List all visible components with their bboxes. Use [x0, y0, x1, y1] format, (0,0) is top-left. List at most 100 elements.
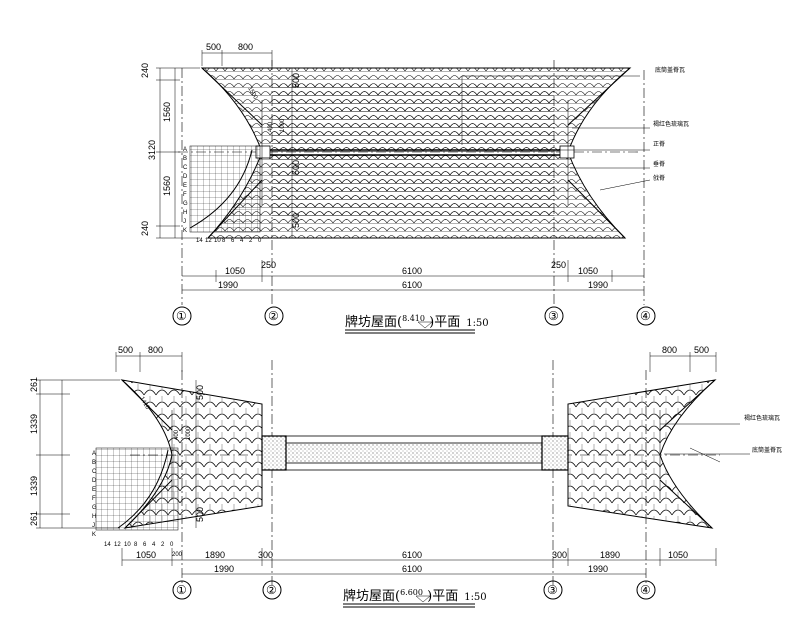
dim-b2-1890-right: 1890	[600, 550, 620, 560]
dim-bottom-1050-left: 1050	[225, 266, 245, 276]
layout-grid-2	[95, 447, 179, 531]
dim-b2-1890-left: 1890	[205, 550, 225, 560]
svg-text:10: 10	[214, 238, 221, 244]
svg-text:0: 0	[170, 542, 174, 548]
grid-col-labels-2: 14 12 10 8 6 4 2 0	[104, 542, 174, 548]
roof-plan-2: 500 800 800 500 1410 261 1339 1339 261 5…	[29, 345, 782, 608]
dim-left-1339-top: 1339	[29, 414, 39, 434]
central-beam	[285, 442, 543, 464]
axis-bubble-4	[636, 306, 656, 326]
label-glazed-tile: 褐红色琉璃瓦	[653, 120, 689, 128]
dim-b2-1050-right: 1050	[668, 550, 688, 560]
label-glazed-tile-2: 褐红色琉璃瓦	[744, 414, 780, 422]
dim-left-240-top: 240	[140, 63, 150, 78]
svg-text:12: 12	[205, 238, 212, 244]
layout-grid	[189, 145, 261, 233]
svg-text:A: A	[183, 147, 187, 153]
label-ridge-tile: 底筒盖脊瓦	[655, 66, 685, 74]
dim-bottom-1050-right: 1050	[578, 266, 598, 276]
grid-row-labels: A B C D E F G H J K	[183, 147, 188, 234]
dim-left-240-bottom: 240	[140, 221, 150, 236]
axis-label-4b: ④	[640, 583, 651, 597]
dim-left-261-top: 261	[29, 377, 39, 392]
label-ridge-tile-2: 底筒盖脊瓦	[752, 446, 782, 454]
grid-row-labels-2: A B C D E F G H J K	[92, 451, 97, 538]
dim-left-1339-bottom: 1339	[29, 476, 39, 496]
dim-top-2: 800	[238, 42, 253, 52]
svg-text:0: 0	[258, 238, 262, 244]
dim-inner-1000-2: 1000	[186, 426, 192, 440]
svg-text:10: 10	[124, 542, 131, 548]
svg-text:6: 6	[143, 542, 147, 548]
dim-b2-6100: 6100	[402, 550, 422, 560]
dim-bottom-6100-overall: 6100	[402, 280, 422, 290]
svg-text:12: 12	[114, 542, 121, 548]
svg-text:4: 4	[240, 238, 244, 244]
axis-bubble-1	[172, 306, 192, 326]
svg-text:H: H	[183, 210, 187, 216]
svg-text:8: 8	[134, 542, 138, 548]
svg-text:E: E	[183, 183, 187, 189]
svg-text:J: J	[92, 523, 95, 529]
dim-b2-200: 200	[172, 552, 183, 558]
dim-inner-500-mid: 500	[291, 160, 301, 175]
svg-text:2: 2	[161, 542, 165, 548]
axis-label-4: ④	[640, 309, 651, 323]
dim-b2-1990-right: 1990	[588, 564, 608, 574]
svg-text:4: 4	[152, 542, 156, 548]
svg-text:E: E	[92, 487, 96, 493]
dim-b2-300-left: 300	[258, 550, 273, 560]
axis-bubble-2	[264, 306, 284, 326]
dim-bottom-6100: 6100	[402, 266, 422, 276]
dim-left-1560-bottom: 1560	[162, 176, 172, 196]
dim-inner-1000: 1000	[280, 118, 286, 132]
svg-text:D: D	[92, 478, 97, 484]
dim-left-3120: 3120	[147, 140, 157, 160]
svg-text:C: C	[92, 469, 97, 475]
axis-bubble-3	[544, 306, 564, 326]
post-cap-right	[541, 435, 569, 471]
dim-top-left-800: 800	[148, 345, 163, 355]
dim-inner-500-bottom: 500	[291, 213, 301, 228]
dim-top-right-500: 500	[694, 345, 709, 355]
svg-text:8: 8	[222, 238, 226, 244]
grid-col-labels: 14 12 10 8 6 4 2 0	[196, 238, 262, 244]
svg-text:B: B	[92, 460, 96, 466]
svg-text:B: B	[183, 156, 187, 162]
label-hanging-ridge: 垂脊	[653, 160, 665, 168]
axis-label-2b: ②	[266, 583, 277, 597]
dim-top-1: 500	[206, 42, 221, 52]
axis-label-3b: ③	[547, 583, 558, 597]
svg-text:K: K	[92, 532, 96, 538]
svg-text:6: 6	[231, 238, 235, 244]
axis-bubble-3b	[543, 580, 563, 600]
dim-left-261-bottom: 261	[29, 511, 39, 526]
dim-inner-500-top: 500	[291, 73, 301, 88]
dim-top-left-500: 500	[118, 345, 133, 355]
post-cap-left	[261, 435, 287, 471]
svg-text:K: K	[183, 228, 187, 234]
axis-bubble-2b	[262, 580, 282, 600]
axis-label-1: ①	[176, 309, 187, 323]
dim-b2-1050-left: 1050	[136, 550, 156, 560]
svg-text:G: G	[92, 505, 97, 511]
axis-bubble-1b	[172, 580, 192, 600]
dim-inner-400-2: 400	[174, 429, 180, 440]
roof-plan-1: 500 800 1500 240 1560 3120 1560 240 500 …	[140, 42, 689, 334]
dim-inner-400: 400	[268, 121, 274, 132]
dim-inner-500-bottom-2: 500	[195, 507, 205, 522]
dim-inner-500-top-2: 500	[195, 385, 205, 400]
svg-text:G: G	[183, 201, 188, 207]
ridge-end-right	[559, 145, 575, 159]
dim-left-1560-top: 1560	[162, 102, 172, 122]
svg-text:A: A	[92, 451, 96, 457]
label-main-ridge: 正脊	[653, 140, 665, 148]
dim-b2-1990-left: 1990	[214, 564, 234, 574]
svg-text:14: 14	[104, 542, 111, 548]
dim-bottom-1990-left: 1990	[218, 280, 238, 290]
axis-label-2: ②	[268, 309, 279, 323]
svg-text:J: J	[183, 219, 186, 225]
